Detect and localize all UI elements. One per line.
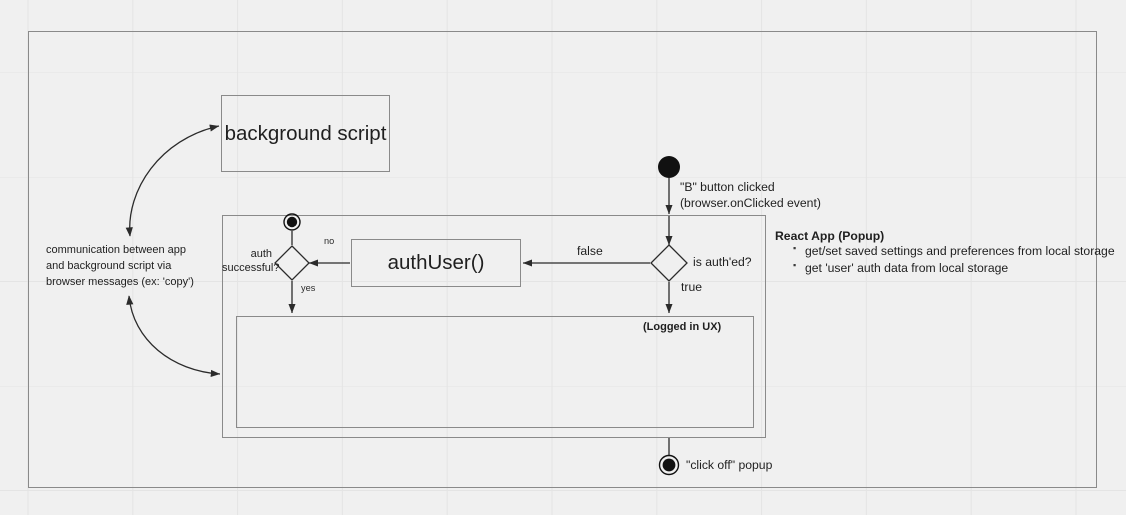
edge-label-click-off-popup: "click off" popup [686, 458, 773, 472]
react-app-container [222, 215, 766, 438]
background-script-label: background script [224, 121, 387, 145]
decision-is-authed-icon [650, 244, 688, 282]
end-node-no-fill-icon [286, 216, 298, 228]
end-node-no-ring-icon [283, 213, 301, 231]
edge-label-true: true [681, 280, 703, 294]
end-node-clickoff-ring-icon [658, 454, 680, 476]
edge-label-false: false [577, 244, 603, 258]
edge-label-b-button-clicked: "B" button clicked (browser.onClicked ev… [680, 180, 821, 210]
edge-comm-to-background-script [125, 124, 220, 237]
react-app-bullet-list: get/set saved settings and preferences f… [789, 242, 1115, 278]
logged-in-ux-box [236, 316, 754, 428]
edge-label-no: no [324, 236, 335, 246]
list-item: get 'user' auth data from local storage [793, 259, 1115, 277]
auth-user-node[interactable]: authUser() [351, 239, 521, 287]
background-script-node[interactable]: background script [221, 95, 390, 172]
list-item: get/set saved settings and preferences f… [793, 242, 1115, 260]
end-node-clickoff-fill-icon [662, 458, 676, 472]
decision-label-auth-successful: auth successful? [222, 248, 280, 275]
auth-user-label: authUser() [387, 251, 485, 274]
decision-label-is-authed: is auth'ed? [693, 255, 752, 269]
edge-label-yes: yes [301, 283, 316, 293]
decision-auth-successful-icon [274, 245, 310, 281]
start-node-icon [658, 156, 680, 178]
react-app-heading: React App (Popup) [775, 229, 885, 243]
annotation-communication: communication between app and background… [46, 244, 194, 288]
edge-comm-to-react-app [126, 295, 221, 378]
logged-in-ux-label: (Logged in UX) [643, 321, 722, 333]
